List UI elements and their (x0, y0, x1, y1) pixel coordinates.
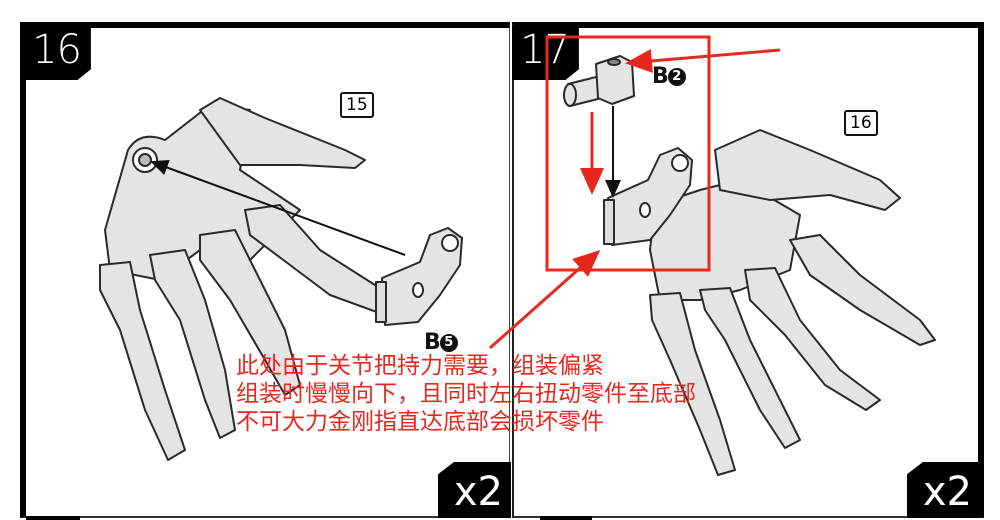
highlight-box (545, 35, 711, 272)
reference-step-box: 16 (844, 110, 878, 136)
part-number-circle: 2 (667, 67, 686, 86)
quantity-badge: x2 (437, 462, 511, 518)
wrist-joint-part-icon (603, 147, 693, 246)
assembly-warning-note: 此处由于关节把持力需要，组装偏紧 组装时慢慢向下，且同时左右扭动零件至底部 不可… (236, 352, 696, 436)
part-letter: B (424, 330, 441, 355)
reference-step-box: 15 (340, 92, 374, 118)
red-pointer-arrow-icon (625, 48, 781, 73)
note-line-1: 此处由于关节把持力需要，组装偏紧 (236, 353, 604, 379)
note-line-2: 组装时慢慢向下，且同时左右扭动零件至底部 (236, 381, 696, 407)
note-line-3: 不可大力金刚指直达底部会损坏零件 (236, 409, 604, 435)
wrist-joint-part-icon (375, 227, 463, 326)
step-number-badge: 17 (512, 26, 579, 80)
step-number-badge: 16 (24, 26, 91, 80)
part-number-circle: 5 (439, 333, 458, 352)
quantity-badge: x2 (906, 462, 980, 518)
robot-hand-icon (649, 129, 936, 476)
next-step-badge-edge (540, 516, 592, 520)
peg-joint-part-icon (563, 55, 635, 107)
robot-hand-icon (99, 97, 396, 461)
next-step-badge-edge (26, 516, 80, 520)
insert-arrow-icon (150, 160, 406, 256)
part-letter: B (652, 64, 669, 89)
red-pointer-arrow-icon (489, 250, 601, 350)
